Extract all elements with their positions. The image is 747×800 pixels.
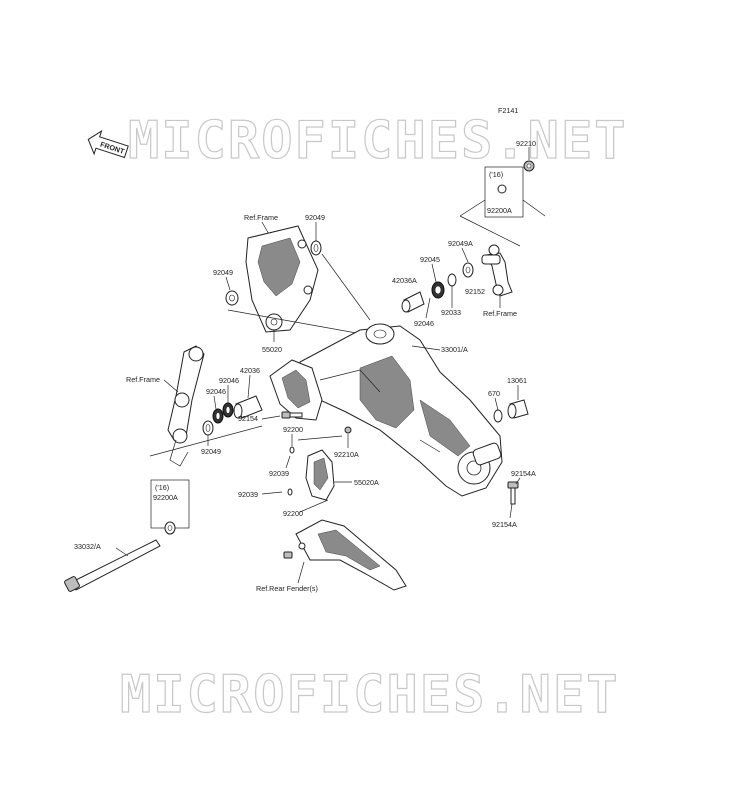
watermark-top: MICROFICHES.NET — [128, 111, 628, 171]
part-92033 — [447, 273, 457, 287]
label-92049a: 92049A — [448, 239, 473, 248]
front-arrow-icon: FRONT — [87, 129, 129, 159]
part-13061 — [507, 399, 529, 419]
label-670: 670 — [488, 389, 500, 398]
label-92046-left-1: 92046 — [219, 376, 239, 385]
part-92046-left — [222, 402, 234, 418]
part-92154a-bolt — [507, 481, 519, 505]
label-92049-b: 92049 — [213, 268, 233, 277]
part-92049a — [462, 262, 474, 278]
label-92033: 92033 — [441, 308, 461, 317]
part-92049-a — [310, 240, 322, 256]
label-92200-a: 92200 — [283, 425, 303, 434]
label-92045: 92045 — [420, 255, 440, 264]
label-13061: 13061 — [507, 376, 527, 385]
part-link-left — [167, 345, 205, 467]
label-55020a: 55020A — [354, 478, 379, 487]
label-ref-frame-right: Ref.Frame — [483, 309, 517, 318]
part-fender-bolt — [283, 551, 293, 559]
label-92154: 92154 — [238, 414, 258, 423]
label-92200a-bottom: 92200A — [153, 493, 178, 502]
part-42036 — [233, 395, 263, 419]
label-92200a-top: 92200A — [487, 206, 512, 215]
label-ref-frame-top: Ref.Frame — [244, 213, 278, 222]
label-55020: 55020 — [262, 345, 282, 354]
part-swingarm-33001a — [299, 323, 503, 497]
part-92046-left-2 — [212, 408, 224, 424]
label-ref-rear-fender: Ref.Rear Fender(s) — [256, 584, 318, 593]
label-92039-a: 92039 — [269, 469, 289, 478]
figure-code: F2141 — [498, 106, 518, 115]
label-92152: 92152 — [465, 287, 485, 296]
part-92049-b — [225, 290, 239, 306]
part-92049-c — [202, 420, 214, 436]
label-92200-b: 92200 — [283, 509, 303, 518]
label-92039-b: 92039 — [238, 490, 258, 499]
label-92046-right: 92046 — [414, 319, 434, 328]
label-92154a-2: 92154A — [492, 520, 517, 529]
label-33032a: 33032/A — [74, 542, 101, 551]
label-92154a-1: 92154A — [511, 469, 536, 478]
part-shock-link-right — [481, 244, 513, 297]
label-92049-c: 92049 — [201, 447, 221, 456]
part-42036a — [401, 291, 425, 313]
label-92046-left-2: 92046 — [206, 387, 226, 396]
part-92210-nut — [523, 160, 535, 172]
label-92049-a: 92049 — [305, 213, 325, 222]
year-note-bottom: ('16) — [155, 483, 169, 492]
part-92210a — [344, 426, 352, 434]
year-note-top: ('16) — [489, 170, 503, 179]
part-frame-bracket — [245, 225, 319, 333]
label-42036a: 42036A — [392, 276, 417, 285]
part-92154-bolt — [281, 411, 303, 419]
watermark-bottom: MICROFICHES.NET — [120, 665, 620, 725]
label-ref-frame-left: Ref.Frame — [126, 375, 160, 384]
part-92200a-washer-bottom — [164, 521, 176, 535]
part-cover-left — [269, 359, 323, 421]
part-92200-washer-a — [289, 446, 295, 454]
part-92200-washer-b — [287, 488, 293, 496]
label-92210a: 92210A — [334, 450, 359, 459]
label-92210-top: 92210 — [516, 139, 536, 148]
part-92045 — [431, 281, 445, 299]
part-pivot-shaft-33032a — [64, 539, 161, 592]
part-rear-fender — [295, 519, 407, 591]
year-note-box-top — [484, 166, 524, 218]
label-42036: 42036 — [240, 366, 260, 375]
part-670 — [493, 409, 503, 423]
label-33001a: 33001/A — [441, 345, 468, 354]
part-55020a — [305, 449, 335, 501]
